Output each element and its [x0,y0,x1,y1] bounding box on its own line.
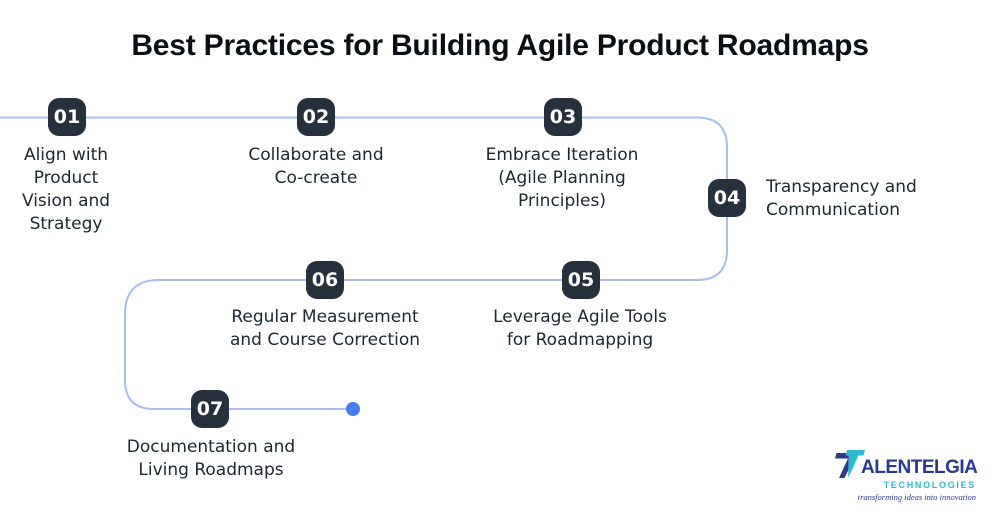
step-07-label: Documentation and Living Roadmaps [126,437,296,480]
step-07-number: 07 [196,398,224,420]
logo-t-mark [835,450,865,478]
step-04-number: 04 [713,187,741,209]
step-05-badge: 05 [562,261,600,299]
step-03-number: 03 [549,106,577,128]
step-04-badge: 04 [708,179,746,217]
step-05-label: Leverage Agile Tools for Roadmapping [493,307,667,350]
logo-brand-text: ALENTELGIA [861,457,978,478]
logo-sub-text: TECHNOLOGIES [883,480,976,490]
step-01-badge: 01 [48,98,86,136]
logo: ALENTELGIA TECHNOLOGIES transforming ide… [835,450,978,502]
step-03-badge: 03 [544,98,582,136]
step-06-number: 06 [311,269,339,291]
step-04-label: Transparency and Communication [766,177,917,220]
step-07-badge: 07 [191,390,229,428]
step-01-number: 01 [53,106,81,128]
logo-row: ALENTELGIA [835,450,978,479]
step-06-badge: 06 [306,261,344,299]
step-02-badge: 02 [297,98,335,136]
step-02-number: 02 [302,106,330,128]
path-end-dot [346,402,360,416]
step-05-number: 05 [567,269,595,291]
step-02-label: Collaborate and Co-create [248,145,384,188]
step-06-label: Regular Measurement and Course Correctio… [229,307,421,350]
logo-tagline: transforming ideas into innovation [857,492,976,502]
page-title: Best Practices for Building Agile Produc… [131,29,869,62]
step-03-label: Embrace Iteration (Agile Planning Princi… [485,145,639,211]
step-01-label: Align with Product Vision and Strategy [21,145,111,234]
connector-path [0,116,728,410]
